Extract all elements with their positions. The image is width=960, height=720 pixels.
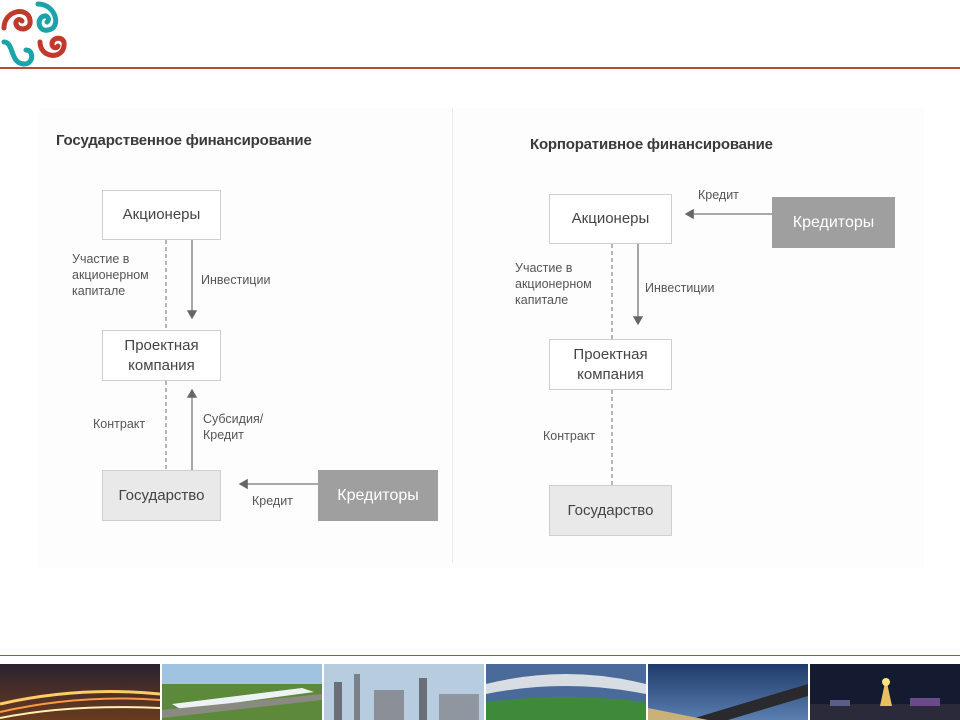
left-credit-label: Кредит (252, 494, 293, 508)
left-project-company-line2: компания (128, 356, 195, 374)
right-investments-label: Инвестиции (645, 281, 715, 295)
left-equity-line1: Участие в (72, 252, 130, 266)
left-equity-line3: капитале (72, 284, 126, 298)
left-shareholders-label: Акционеры (122, 206, 201, 223)
left-creditors-box: Кредиторы (318, 470, 438, 521)
right-creditors-box: Кредиторы (772, 197, 895, 248)
industrial-plant-photo (324, 664, 484, 720)
right-shareholders-box: Акционеры (549, 194, 672, 244)
left-subsidy-line1: Субсидия/ (203, 412, 264, 426)
right-equity-label: Участие в акционерном капитале (515, 260, 592, 308)
right-contract-label: Контракт (543, 429, 596, 443)
right-project-company-line2: компания (577, 365, 644, 383)
right-project-company-line1: Проектная (573, 345, 648, 363)
highway-night-photo (0, 664, 160, 720)
left-creditors-label: Кредиторы (337, 486, 419, 504)
left-project-company-box: Проектная компания (102, 330, 221, 381)
right-state-label: Государство (567, 501, 654, 519)
logo (0, 0, 70, 70)
left-investments-label: Инвестиции (201, 273, 271, 287)
right-credit-label: Кредит (698, 188, 739, 202)
right-shareholders-label: Акционеры (571, 210, 650, 227)
left-state-label: Государство (118, 486, 205, 504)
right-state-box: Государство (549, 485, 672, 536)
left-equity-label: Участие в акционерном капитале (72, 251, 149, 299)
right-equity-line2: акционерном (515, 277, 592, 291)
header-rule (0, 67, 960, 69)
road-sunset-photo (648, 664, 808, 720)
diagram-divider (452, 108, 453, 563)
high-speed-train-photo (162, 664, 322, 720)
footer-rule (0, 655, 960, 656)
left-subsidy-label: Субсидия/ Кредит (203, 411, 263, 443)
left-project-company-line1: Проектная (124, 336, 199, 354)
left-equity-line2: акционерном (72, 268, 149, 282)
stadium-photo (486, 664, 646, 720)
right-creditors-label: Кредиторы (792, 213, 875, 231)
left-subsidy-line2: Кредит (203, 428, 244, 442)
right-equity-line1: Участие в (515, 261, 573, 275)
city-night-photo (810, 664, 960, 720)
right-project-company-box: Проектная компания (549, 339, 672, 390)
left-shareholders-box: Акционеры (102, 190, 221, 240)
left-state-box: Государство (102, 470, 221, 521)
left-contract-label: Контракт (93, 417, 146, 431)
left-diagram-title: Государственное финансирование (56, 132, 312, 149)
right-diagram-title: Корпоративное финансирование (530, 136, 773, 153)
right-equity-line3: капитале (515, 293, 569, 307)
